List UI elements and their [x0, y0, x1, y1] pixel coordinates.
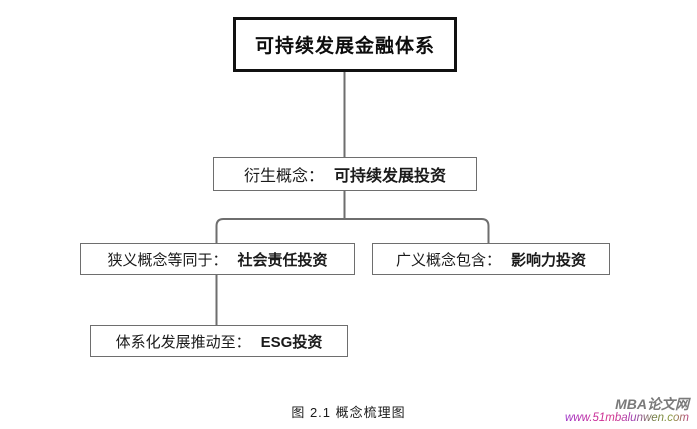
node-derived-concept: 衍生概念： 可持续发展投资: [213, 157, 477, 191]
node-derived-prefix: 衍生概念：: [243, 168, 324, 185]
node-esg-investment: 体系化发展推动至： ESG投资: [90, 325, 348, 357]
node-broad-concept: 广义概念包含： 影响力投资: [372, 243, 610, 275]
watermark-url: www.51mbalunwen.com: [564, 412, 689, 425]
watermark-title: MBA论文网: [615, 396, 689, 412]
node-narrow-concept: 狭义概念等同于： 社会责任投资: [80, 243, 355, 275]
node-derived-label: 可持续发展投资: [334, 168, 447, 185]
figure-caption: 图 2.1 概念梳理图: [291, 405, 406, 420]
node-sustainable-finance-system: 可持续发展金融体系: [233, 17, 457, 72]
node-broad-label: 影响力投资: [511, 251, 587, 269]
node-broad-prefix: 广义概念包含：: [395, 251, 501, 269]
watermark: MBA论文网 www.51mbalunwen.com: [565, 396, 689, 425]
connector-derived-split: [215, 218, 490, 243]
node-esg-prefix: 体系化发展推动至：: [115, 333, 251, 351]
node-narrow-label: 社会责任投资: [237, 251, 328, 269]
node-esg-label: ESG投资: [260, 333, 323, 351]
node-narrow-prefix: 狭义概念等同于：: [107, 251, 228, 269]
node-root-label: 可持续发展金融体系: [254, 36, 435, 57]
